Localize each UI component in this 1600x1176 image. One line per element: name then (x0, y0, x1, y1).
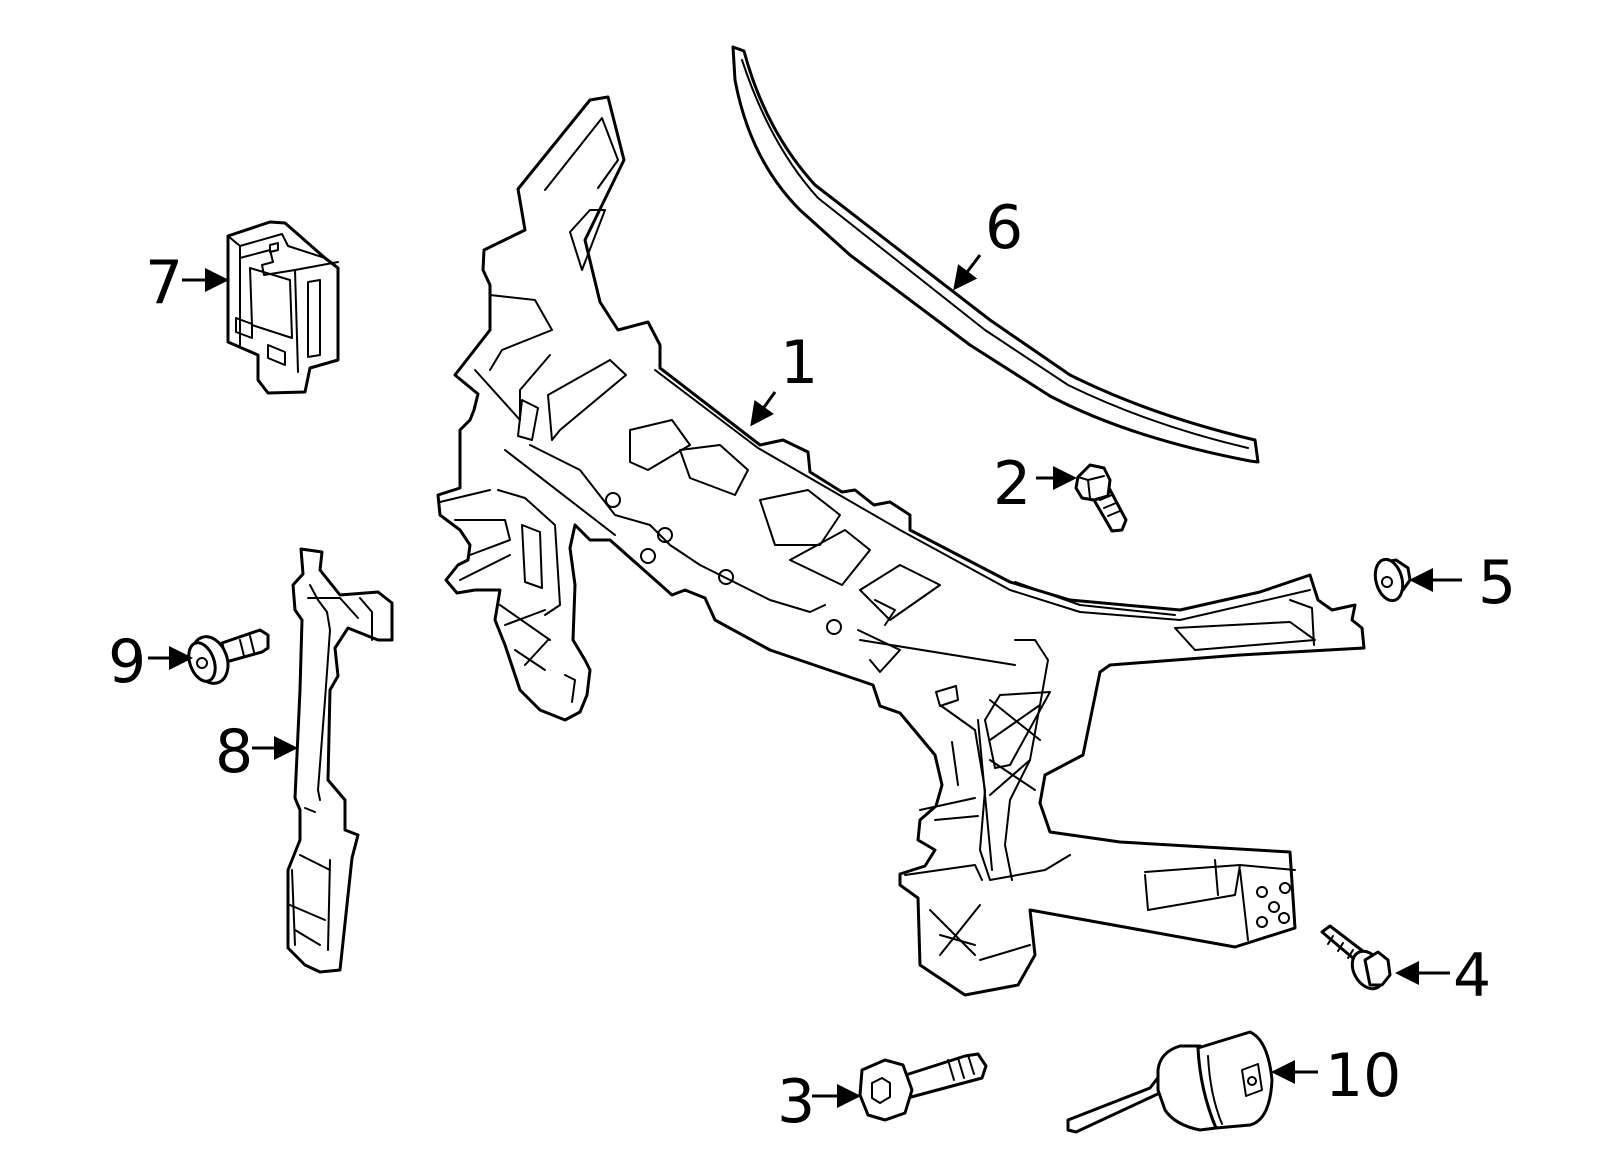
part-8-side-bracket[interactable] (286, 547, 394, 974)
part-9-screw[interactable] (184, 628, 270, 688)
callout-6[interactable]: 6 (985, 193, 1023, 263)
callout-2[interactable]: 2 (993, 449, 1031, 519)
callout-1[interactable]: 1 (780, 328, 818, 398)
part-4-flange-bolt[interactable] (1320, 924, 1392, 994)
part-3-socket-bolt[interactable] (858, 1052, 988, 1122)
part-10-damper[interactable] (1066, 1030, 1274, 1134)
callout-4[interactable]: 4 (1453, 941, 1491, 1011)
callout-10[interactable]: 10 (1325, 1041, 1401, 1111)
leader-1 (750, 391, 777, 427)
part-2-bolt[interactable] (1074, 463, 1128, 533)
callout-leaders (148, 254, 1462, 1108)
callout-7[interactable]: 7 (145, 248, 183, 318)
part-5-nut[interactable] (1371, 556, 1412, 603)
leader-6 (953, 254, 982, 291)
callout-9[interactable]: 9 (108, 627, 146, 697)
callout-labels: 1 2 3 4 5 6 7 8 9 10 (108, 193, 1516, 1137)
callout-5[interactable]: 5 (1478, 548, 1516, 618)
part-1-radiator-support[interactable] (436, 95, 1366, 997)
callout-8[interactable]: 8 (215, 717, 253, 787)
callout-3[interactable]: 3 (777, 1067, 815, 1137)
part-7-module[interactable] (226, 220, 340, 395)
part-6-seal-strip[interactable] (731, 45, 1260, 464)
